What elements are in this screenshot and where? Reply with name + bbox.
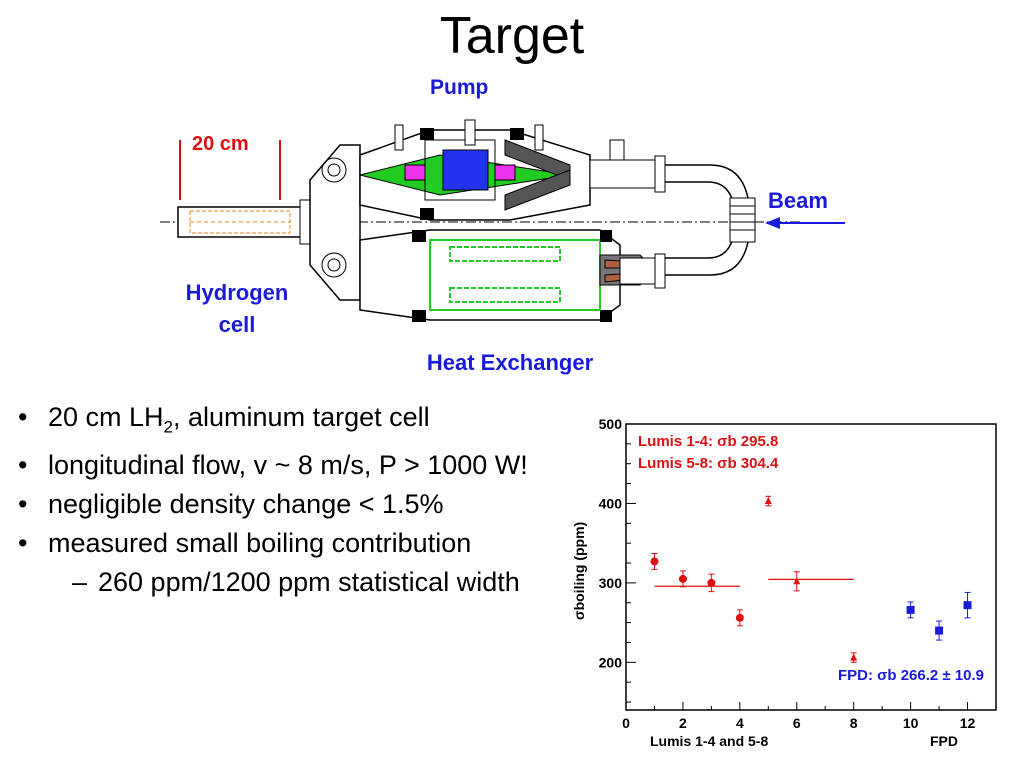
bullet-list: • 20 cm LH2, aluminum target cell • long… [18,402,568,598]
x-axis-label-lumis: Lumis 1-4 and 5-8 [650,733,768,749]
data-point-square [935,626,944,635]
data-point-circle [735,613,744,622]
hydrogen-label-line2: cell [219,312,256,337]
bullet-flow: • longitudinal flow, v ~ 8 m/s, P > 1000… [18,450,528,481]
x-axis-label-fpd: FPD [930,733,958,749]
return-loop-inner [665,181,736,259]
boiling-plot: 0 2 4 6 8 10 12 200 300 400 500 Lumis 1-4: σb 295.… [571,416,997,749]
heat-exchanger-housing [359,229,621,321]
annotation-fpd: FPD: σb 266.2 ± 10.9 [838,667,984,684]
x-tick-label: 0 [622,715,630,731]
coil-upper [449,246,561,262]
x-tick-label: 8 [850,715,858,731]
x-tick-label: 2 [679,715,687,731]
bellows [729,197,756,243]
y-tick-label: 500 [599,416,623,432]
data-point-square [963,601,972,610]
data-point-square [906,605,915,614]
x-tick-label: 10 [903,715,919,731]
beam-arrowhead [765,217,780,229]
data-point-circle [678,574,687,583]
data-point-triangle [764,497,772,505]
annotation-lumis58: Lumis 5-8: σb 304.4 [638,455,779,472]
y-tick-label: 200 [599,654,623,670]
upper-pipe [589,159,661,189]
x-tick-label: 6 [793,715,801,731]
bullet-marker: • [18,402,28,432]
data-point-triangle [850,653,858,661]
heat-exchanger-label: Heat Exchanger [427,350,594,375]
beam-label: Beam [768,188,828,213]
data-point-circle [650,557,659,566]
bullet-density: • negligible density change < 1.5% [18,489,444,520]
coil-lower [449,287,561,303]
y-axis-label: σboiling (ppm) [571,522,587,620]
hydrogen-label-line1: Hydrogen [186,280,289,305]
target-schematic: 20 cm Pump [160,76,845,375]
annotation-lumis14: Lumis 1-4: σb 295.8 [638,433,778,450]
plot-frame [625,423,997,711]
bullet-marker: • [18,489,28,520]
fitting-bottom [321,252,347,278]
x-tick-label: 4 [736,715,744,731]
fitting-top [321,157,347,183]
scale-label: 20 cm [192,133,249,155]
lower-pipe [619,257,661,285]
bullet-marker: • [18,528,28,559]
bullet-boiling: • measured small boiling contribution [18,528,472,559]
x-tick-label: 12 [960,715,976,731]
sub-bullet-width: – 260 ppm/1200 ppm statistical width [72,567,520,598]
y-tick-label: 400 [599,495,623,511]
pump-motor [442,149,489,191]
pump-label: Pump [430,76,488,99]
y-tick-label: 300 [599,575,623,591]
sub-bullet-marker: – [72,567,88,598]
data-point-circle [707,578,716,587]
slide-title: Target [439,7,585,65]
bullet-cell: • 20 cm LH2, aluminum target cell [18,402,430,437]
data-point-triangle [793,577,801,585]
bullet-marker: • [18,450,28,481]
